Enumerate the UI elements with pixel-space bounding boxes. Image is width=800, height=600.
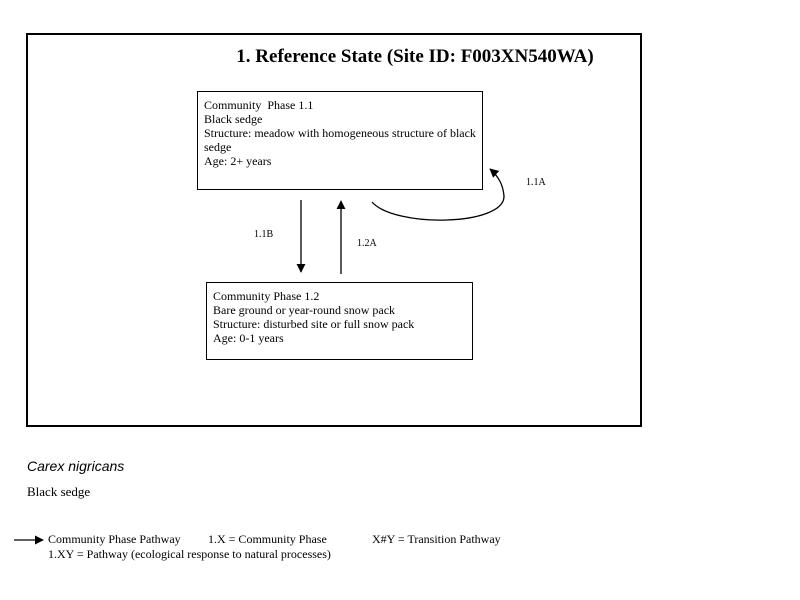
phase-1-2-name: Community Phase 1.2	[213, 289, 320, 303]
community-phase-1-2-box: Community Phase 1.2 Bare ground or year-…	[206, 282, 473, 360]
pathway-1-1b-label: 1.1B	[254, 229, 274, 240]
species-scientific-name: Carex nigricans	[27, 458, 125, 474]
species-common-name: Black sedge	[27, 484, 91, 499]
phase-1-2-structure: Structure: disturbed site or full snow p…	[213, 317, 415, 331]
legend-pathway-label: Community Phase Pathway	[48, 532, 181, 546]
phase-1-1-age: Age: 2+ years	[204, 154, 272, 168]
pathway-1-1a-label: 1.1A	[526, 177, 546, 188]
reference-state-frame	[26, 33, 642, 427]
state-title: 1. Reference State (Site ID: F003XN540WA…	[236, 46, 594, 67]
legend-transition-label: X#Y = Transition Pathway	[372, 532, 501, 546]
phase-1-1-species: Black sedge	[204, 112, 263, 126]
phase-1-2-cover: Bare ground or year-round snow pack	[213, 303, 396, 317]
phase-1-2-age: Age: 0-1 years	[213, 331, 284, 345]
legend-phase-label: 1.X = Community Phase	[208, 532, 327, 546]
community-phase-1-1-box: Community Phase 1.1 Black sedge Structur…	[197, 91, 483, 190]
legend-pathway-definition: 1.XY = Pathway (ecological response to n…	[48, 547, 331, 561]
phase-1-1-structure: Structure: meadow with homogeneous struc…	[204, 126, 479, 154]
pathway-1-1a-arrow	[371, 168, 505, 221]
phase-1-1-name: Community Phase 1.1	[204, 98, 314, 112]
pathway-1-2a-label: 1.2A	[357, 238, 377, 249]
